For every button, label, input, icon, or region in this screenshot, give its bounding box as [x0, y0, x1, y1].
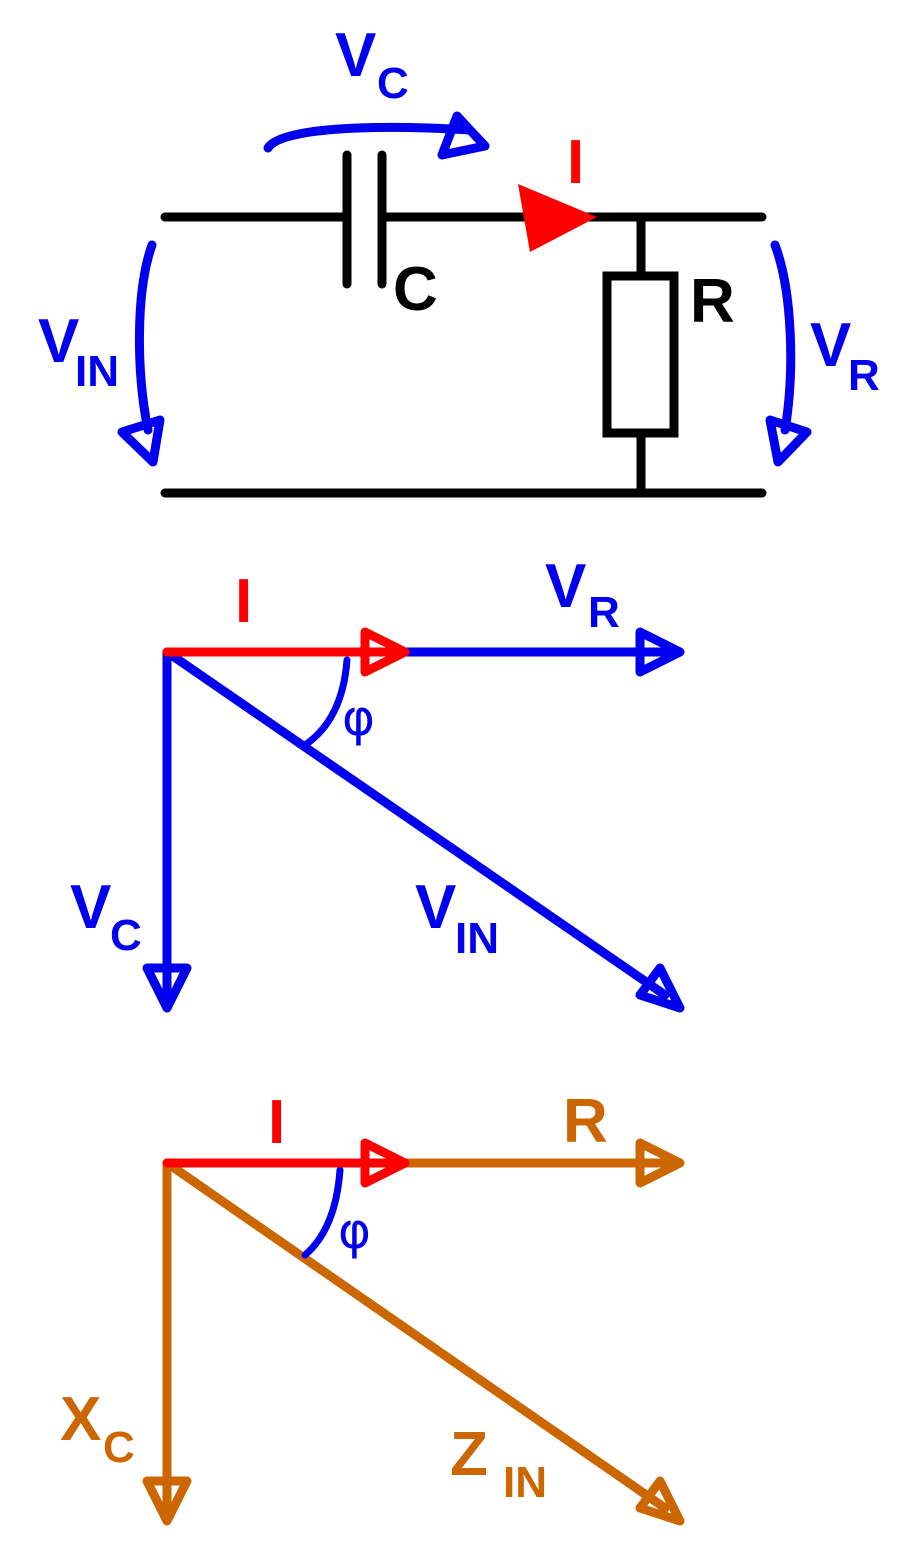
resistor-body	[602, 271, 679, 438]
capacitor-label: C	[393, 255, 438, 324]
phi-label: φ	[342, 689, 375, 747]
i-label: I	[235, 567, 252, 636]
vin-label-subscript: IN	[455, 914, 499, 963]
phi-arc	[301, 1166, 344, 1259]
r-label: R	[563, 1087, 608, 1156]
i-phasor-arrowhead	[360, 1138, 410, 1188]
vc-label-subscript: C	[377, 59, 409, 108]
vin-label: V	[38, 307, 79, 376]
vin-label-subscript: IN	[75, 347, 119, 396]
zin-phasor-arrowhead	[635, 1476, 685, 1526]
xc-label: X	[60, 1385, 101, 1454]
vr-label: V	[810, 311, 851, 380]
vc-curved-arrow	[263, 122, 475, 153]
vin-label: V	[415, 873, 456, 942]
r-phasor-arrowhead	[635, 1138, 685, 1188]
vin-arrowhead	[117, 415, 165, 467]
xc-label-subscript: C	[103, 1423, 135, 1472]
circuit-diagram: V C I C R V IN V R	[38, 21, 880, 498]
impedance-phasor-diagram: I R φ X C Z IN	[60, 1087, 685, 1526]
xc-phasor-arrowhead	[142, 1476, 192, 1526]
vr-label-subscript: R	[588, 588, 620, 637]
current-arrow	[518, 184, 597, 252]
i-phasor-arrowhead	[360, 627, 410, 677]
vin-curved-arrow	[134, 240, 157, 435]
i-label: I	[268, 1088, 285, 1157]
zin-label-subscript: IN	[503, 1458, 547, 1507]
phi-label: φ	[338, 1202, 371, 1260]
current-label: I	[567, 128, 584, 197]
vc-phasor-arrowhead	[142, 963, 192, 1013]
phi-arc	[301, 656, 351, 749]
vr-curved-arrow	[770, 240, 796, 435]
vc-arrowhead	[437, 111, 490, 160]
vr-phasor-arrowhead	[635, 627, 685, 677]
voltage-phasor-diagram: I V R φ V C V IN	[70, 552, 685, 1013]
zin-phasor	[162, 1158, 670, 1513]
zin-label: Z	[450, 1420, 488, 1489]
vr-arrowhead	[765, 415, 812, 467]
vin-phasor	[162, 647, 670, 1000]
vr-label: V	[545, 552, 586, 621]
vr-label-subscript: R	[848, 351, 880, 400]
vin-phasor-arrowhead	[635, 963, 685, 1013]
vc-label-subscript: C	[110, 911, 142, 960]
vc-label: V	[335, 21, 376, 90]
resistor-label: R	[690, 267, 735, 336]
vc-label: V	[70, 873, 111, 942]
